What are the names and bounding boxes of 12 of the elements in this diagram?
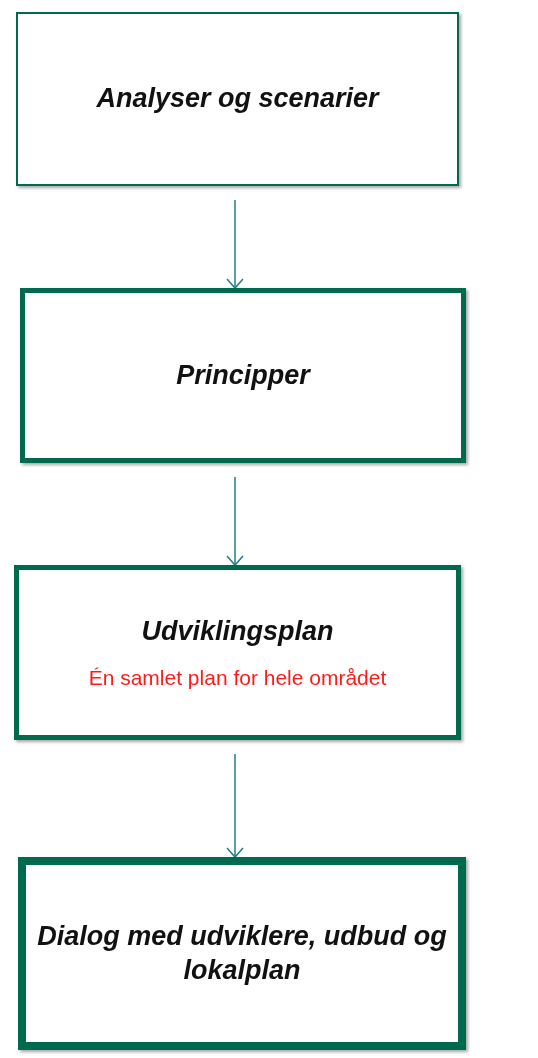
process-box	[14, 565, 461, 740]
process-box	[20, 288, 466, 463]
box-title: Udviklingsplan	[140, 614, 335, 648]
process-box	[18, 857, 466, 1050]
arrow	[226, 199, 244, 289]
arrow	[226, 753, 244, 858]
box-title: Dialog med udviklere, udbud og lokalplan	[36, 919, 448, 987]
box-note: Én samlet plan for hele området	[88, 666, 387, 691]
process-box	[16, 12, 459, 186]
box-title: Principper	[175, 358, 312, 392]
box-title: Analyser og scenarier	[95, 82, 381, 116]
arrow	[226, 476, 244, 566]
